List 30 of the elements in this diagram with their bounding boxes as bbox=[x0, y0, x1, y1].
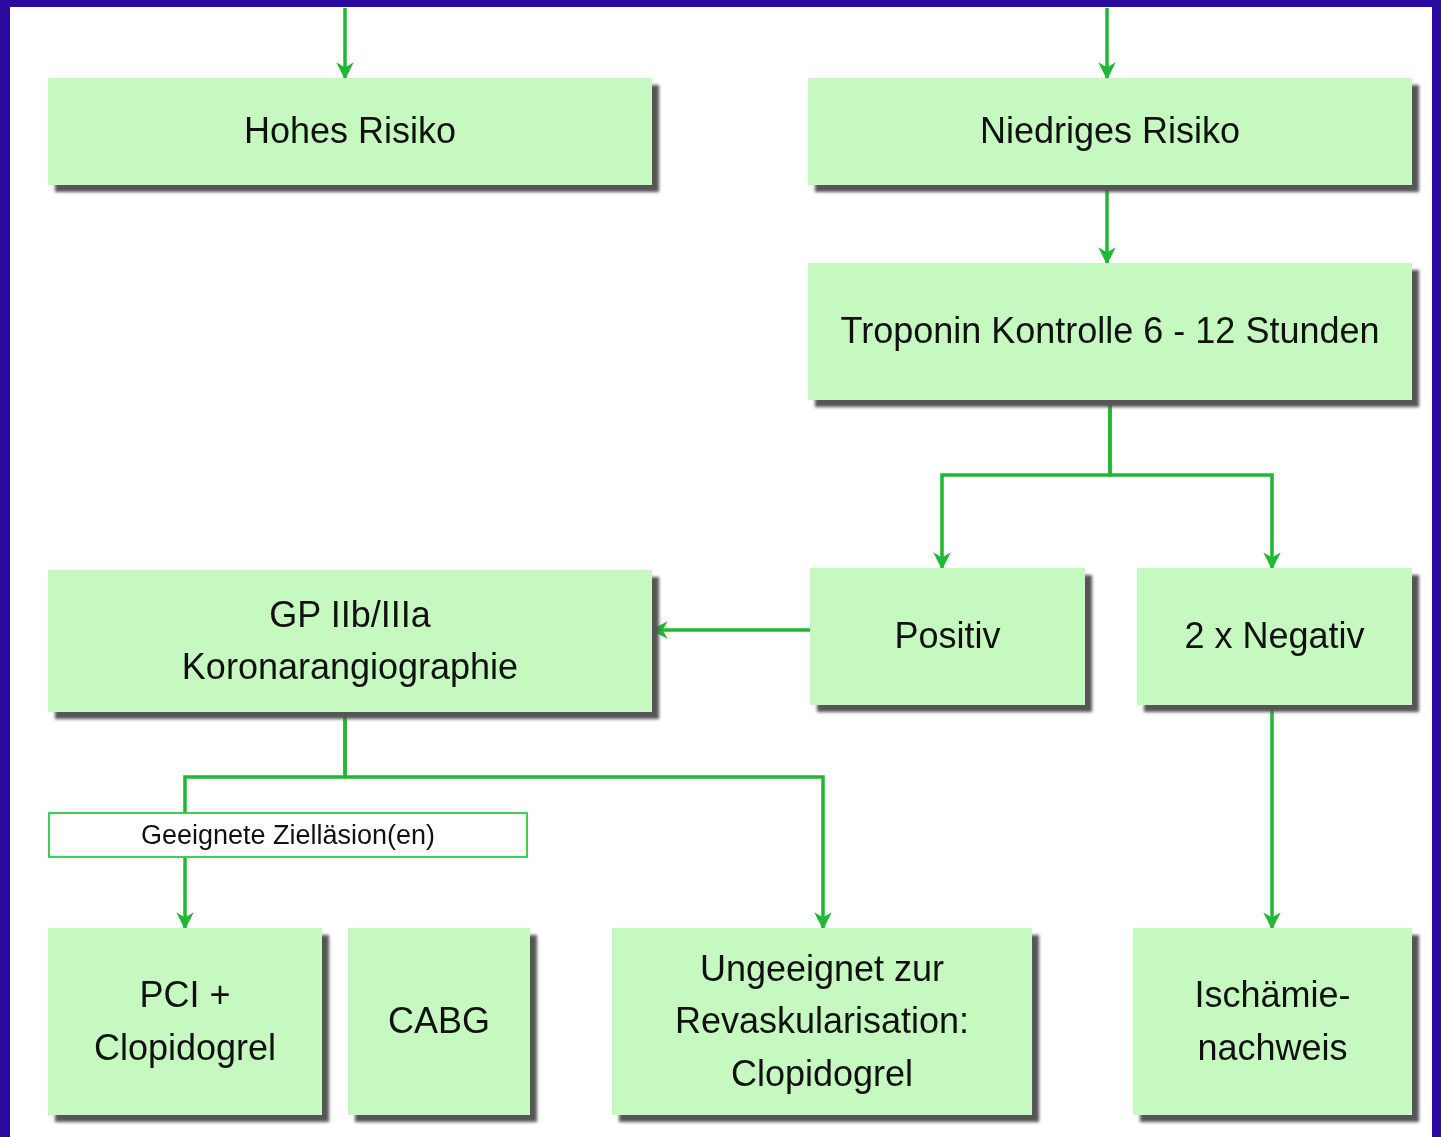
node-text: Hohes Risiko bbox=[243, 109, 457, 154]
node-text: Troponin Kontrolle 6 - 12 Stunden bbox=[840, 309, 1380, 354]
arrow bbox=[1263, 705, 1281, 930]
label-box bbox=[48, 812, 528, 858]
arrow bbox=[343, 712, 832, 930]
node-text: Positiv bbox=[894, 614, 1001, 659]
arrow bbox=[176, 858, 194, 930]
arrow bbox=[1098, 185, 1116, 265]
process-box bbox=[348, 928, 530, 1115]
arrow bbox=[1098, 8, 1116, 80]
process-box bbox=[48, 928, 322, 1115]
node-text: Niedriges Risiko bbox=[979, 109, 1241, 154]
process-box bbox=[1133, 928, 1412, 1115]
node-text: GP IIb/IIIa bbox=[269, 592, 431, 637]
node-text: Koronarangiographie bbox=[181, 645, 519, 689]
node-text: Ungeeignet zur Revaskularisation: Clopidogrel bbox=[673, 947, 971, 1096]
node-text: Geeignete Zielläsion(en) bbox=[140, 818, 436, 852]
process-box bbox=[808, 78, 1412, 185]
node-text: 2 x Negativ bbox=[1184, 614, 1365, 659]
arrow bbox=[336, 8, 354, 80]
process-box bbox=[48, 78, 652, 185]
process-box bbox=[810, 568, 1085, 705]
process-box bbox=[808, 263, 1412, 400]
process-box bbox=[1137, 568, 1412, 705]
process-box bbox=[612, 928, 1032, 1115]
arrow bbox=[1108, 400, 1281, 570]
node-text: PCI + Clopidogrel bbox=[92, 973, 278, 1070]
process-box bbox=[48, 570, 652, 712]
node-text: Ischämie- nachweis bbox=[1193, 973, 1352, 1070]
node-text: CABG bbox=[388, 999, 490, 1044]
